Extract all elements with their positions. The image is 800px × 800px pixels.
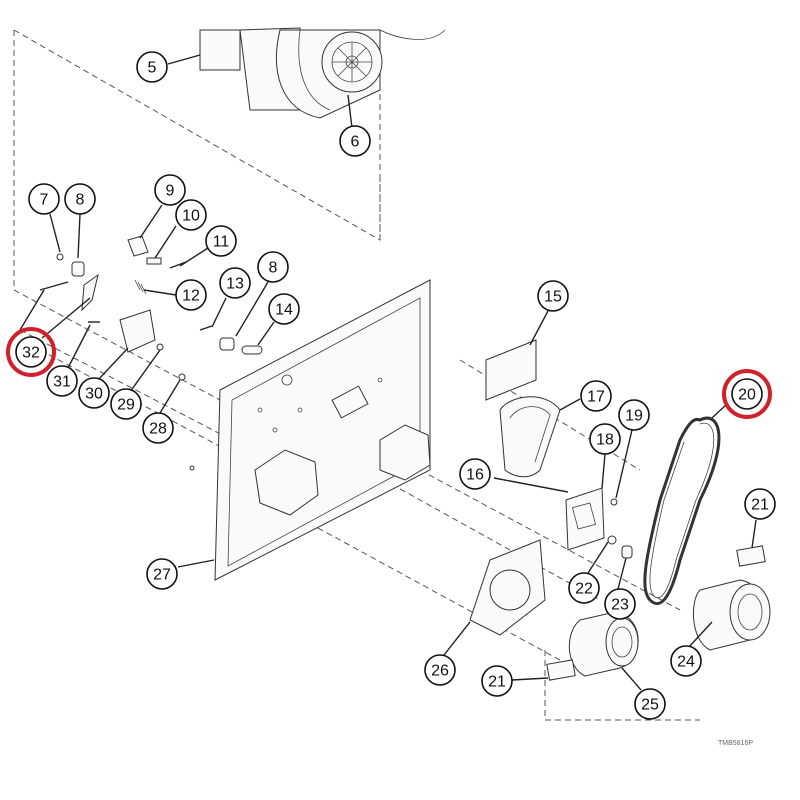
callout-8b: 8 bbox=[257, 251, 289, 283]
callout-7-label: 7 bbox=[40, 192, 49, 209]
control-hardware bbox=[39, 235, 263, 471]
callout-9: 9 bbox=[154, 174, 186, 206]
callout-31-label: 31 bbox=[53, 374, 71, 391]
callout-24-label: 24 bbox=[677, 654, 695, 671]
leader-lines bbox=[19, 54, 757, 691]
callout-17-label: 17 bbox=[587, 389, 605, 406]
callout-32: 32 bbox=[6, 327, 56, 377]
callout-10-label: 10 bbox=[182, 208, 200, 225]
callout-28-label: 28 bbox=[149, 421, 167, 438]
right-components bbox=[469, 339, 633, 636]
callout-10: 10 bbox=[175, 199, 207, 231]
callout-16: 16 bbox=[459, 458, 491, 490]
callout-20-highlight-ring bbox=[722, 369, 772, 419]
callout-14-label: 14 bbox=[275, 302, 293, 319]
callout-29-label: 29 bbox=[117, 397, 135, 414]
callout-5: 5 bbox=[136, 51, 168, 83]
callout-13: 13 bbox=[219, 267, 251, 299]
drawing-code: TMB5816P bbox=[718, 740, 753, 747]
motor-large bbox=[692, 545, 771, 651]
callout-11: 11 bbox=[205, 225, 237, 257]
callout-30: 30 bbox=[78, 377, 110, 409]
callout-9-label: 9 bbox=[166, 183, 175, 200]
callout-21a: 21 bbox=[744, 488, 776, 520]
callout-32-highlight-ring bbox=[6, 327, 56, 377]
callout-18-label: 18 bbox=[596, 432, 614, 449]
callout-11-label: 11 bbox=[213, 234, 230, 251]
callout-26-label: 26 bbox=[431, 663, 449, 680]
callout-17: 17 bbox=[580, 380, 612, 412]
callout-21a-label: 21 bbox=[751, 497, 769, 514]
callout-25-label: 25 bbox=[641, 697, 659, 714]
callout-30-label: 30 bbox=[85, 386, 103, 403]
callout-8a-label: 8 bbox=[76, 192, 85, 209]
callout-15-label: 15 bbox=[544, 289, 562, 306]
callout-31: 31 bbox=[46, 365, 78, 397]
callout-5-label: 5 bbox=[148, 60, 157, 77]
callout-14: 14 bbox=[268, 293, 300, 325]
callout-7: 7 bbox=[28, 183, 60, 215]
callout-6: 6 bbox=[339, 125, 371, 157]
callout-15: 15 bbox=[537, 280, 569, 312]
callout-21b-label: 21 bbox=[488, 674, 506, 691]
callout-13-label: 13 bbox=[226, 276, 244, 293]
callout-19: 19 bbox=[618, 399, 650, 431]
callout-20: 20 bbox=[722, 369, 772, 419]
callout-6-label: 6 bbox=[351, 134, 360, 151]
motor-small bbox=[546, 611, 639, 681]
callout-24: 24 bbox=[670, 645, 702, 677]
callout-25: 25 bbox=[634, 688, 666, 720]
callout-29: 29 bbox=[110, 388, 142, 420]
callout-8b-label: 8 bbox=[269, 260, 278, 277]
callout-21b: 21 bbox=[481, 665, 513, 697]
callout-18: 18 bbox=[589, 423, 621, 455]
callout-27-label: 27 bbox=[153, 567, 171, 584]
blower-housing bbox=[199, 27, 446, 119]
callout-20-label: 20 bbox=[738, 387, 756, 404]
callout-27: 27 bbox=[146, 558, 178, 590]
callout-26: 26 bbox=[424, 654, 456, 686]
callout-22-label: 22 bbox=[575, 581, 593, 598]
callout-28: 28 bbox=[142, 412, 174, 444]
callout-19-label: 19 bbox=[625, 408, 643, 425]
callout-22: 22 bbox=[568, 572, 600, 604]
callout-23: 23 bbox=[604, 588, 636, 620]
back-panel bbox=[214, 279, 431, 581]
callout-16-label: 16 bbox=[466, 467, 484, 484]
callout-23-label: 23 bbox=[611, 597, 629, 614]
belt bbox=[643, 416, 721, 606]
callout-12: 12 bbox=[175, 279, 207, 311]
callout-12-label: 12 bbox=[182, 288, 200, 305]
callout-8a: 8 bbox=[64, 183, 96, 215]
callout-32-label: 32 bbox=[22, 345, 40, 362]
